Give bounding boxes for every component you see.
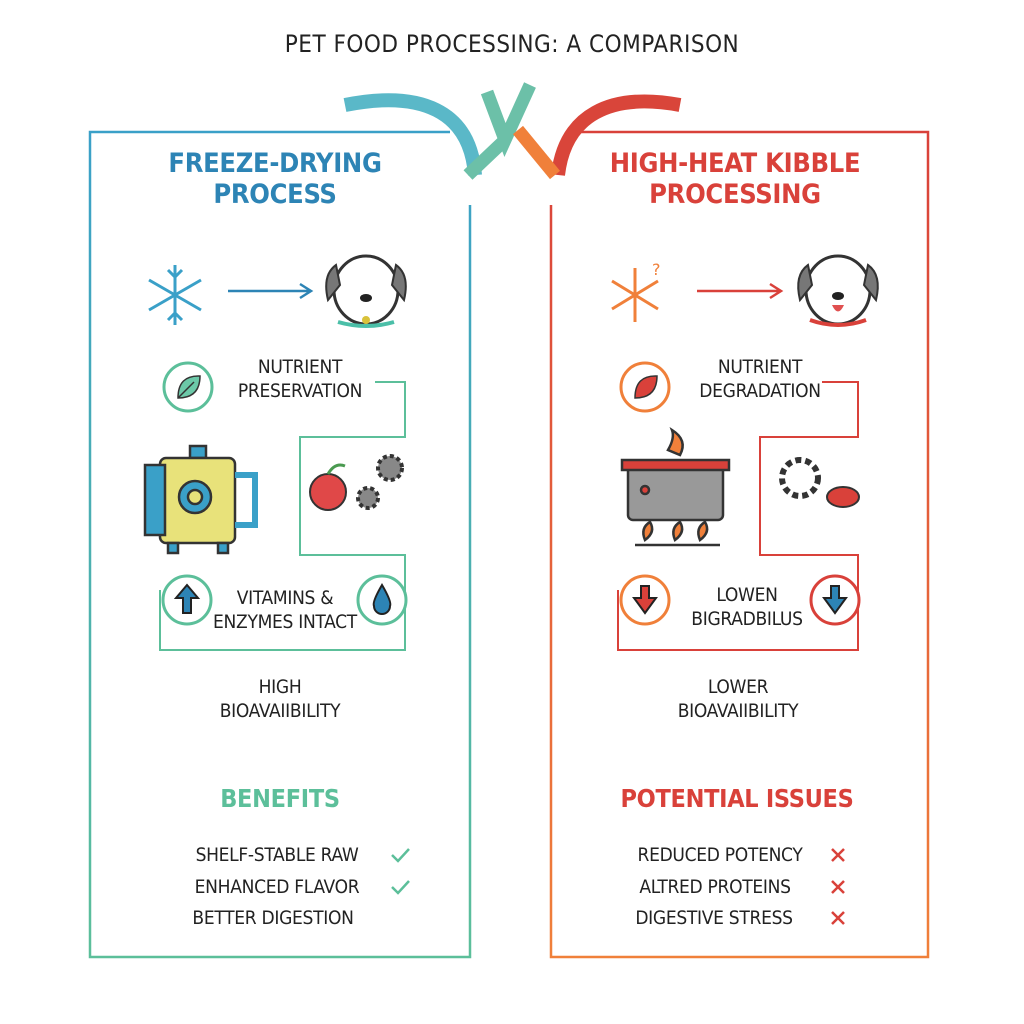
- left-heading-line2: PROCESS: [213, 179, 337, 210]
- left-heading-line1: FREEZE-DRYING: [168, 148, 382, 179]
- issue-item: REDUCED POTENCY: [637, 844, 803, 866]
- svg-text:?: ?: [652, 260, 661, 279]
- left-step1-line1: NUTRIENT: [257, 356, 343, 378]
- issue-item: ALTRED PROTEINS: [639, 876, 791, 898]
- page-title: PET FOOD PROCESSING: A COMPARISON: [284, 30, 740, 58]
- right-step1-line2: DEGRADATION: [699, 380, 821, 402]
- issues-heading: POTENTIAL ISSUES: [620, 784, 854, 813]
- apple-gears-icon: [309, 454, 404, 511]
- benefits-heading: BENEFITS: [220, 784, 340, 813]
- check-icon: [391, 848, 410, 863]
- benefit-item: BETTER DIGESTION: [192, 907, 354, 929]
- arrow-right-icon: [697, 282, 784, 300]
- benefit-item: SHELF-STABLE RAW: [195, 844, 359, 866]
- right-step1-line1: NUTRIENT: [717, 356, 803, 378]
- cross-icon: [831, 848, 845, 862]
- snowflake-icon: [148, 265, 202, 325]
- gear-pill-icon: [779, 457, 860, 508]
- green-v: [463, 82, 536, 180]
- left-step2-line2: ENZYMES INTACT: [213, 611, 357, 633]
- orange-v: [512, 125, 561, 180]
- right-connector: [617, 381, 859, 651]
- cooking-pot-flames-icon: [620, 426, 731, 547]
- left-result-line2: BIOAVAIIBILITY: [219, 700, 341, 722]
- right-result-line2: BIOAVAIIBILITY: [677, 700, 799, 722]
- right-result-line1: LOWER: [707, 676, 769, 698]
- cross-icon: [831, 880, 845, 894]
- arrow-right-icon: [228, 282, 314, 300]
- right-step2-line2: BIGRADBILUS: [691, 608, 803, 630]
- issue-item: DIGESTIVE STRESS: [635, 907, 793, 929]
- snowflake-question-icon: ?: [611, 260, 661, 322]
- happy-dog-icon: [325, 254, 407, 328]
- dog-tongue-icon: [797, 254, 879, 327]
- cross-icon: [831, 911, 845, 925]
- right-heading-line1: HIGH-HEAT KIBBLE: [609, 148, 861, 179]
- benefit-item: ENHANCED FLAVOR: [194, 876, 360, 898]
- left-step1-line2: PRESERVATION: [237, 380, 363, 402]
- red-swoosh: [551, 94, 682, 176]
- left-result-line1: HIGH: [258, 676, 302, 698]
- left-step2: VITAMINS &ENZYMES INTACT: [213, 586, 357, 634]
- right-panel-border: [549, 130, 930, 959]
- teal-swoosh: [343, 93, 482, 176]
- right-step2-line1: LOWEN: [716, 584, 778, 606]
- left-connector: [159, 381, 406, 651]
- freeze-dryer-machine-icon: [143, 444, 258, 555]
- left-step2-line1: VITAMINS &: [236, 587, 334, 609]
- check-icon: [391, 880, 410, 895]
- right-heading-line2: PROCESSING: [649, 179, 821, 210]
- left-panel-border: [88, 130, 472, 959]
